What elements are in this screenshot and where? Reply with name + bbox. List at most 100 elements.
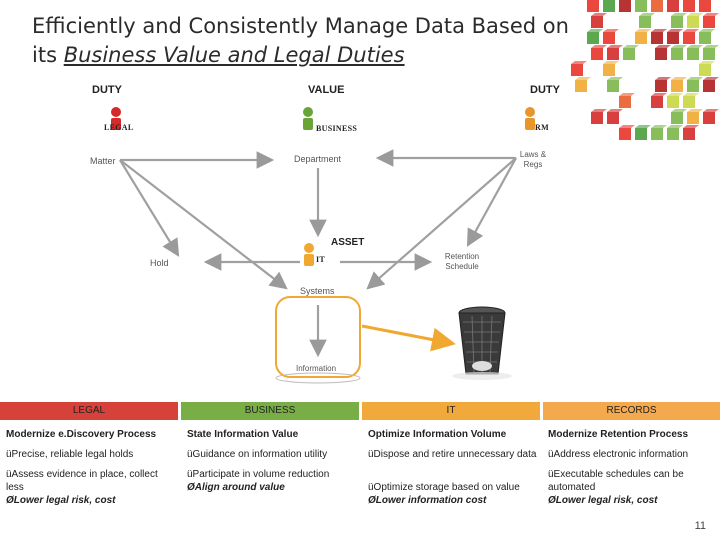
- decorative-cube-top: [671, 13, 687, 16]
- person-business-icon: [303, 107, 313, 130]
- decorative-cube-top: [667, 125, 683, 128]
- person-legal-tag: LEGAL: [104, 123, 134, 132]
- node-asset: ASSET: [331, 237, 365, 248]
- business-title: State Information Value: [187, 429, 299, 440]
- decorative-cube-top: [687, 77, 703, 80]
- decorative-cube-top: [571, 61, 587, 64]
- decorative-cube: [667, 32, 679, 44]
- node-matter: Matter: [90, 156, 116, 166]
- decorative-cube: [655, 80, 667, 92]
- records-title: Modernize Retention Process: [548, 429, 689, 440]
- disposal-arrow: [361, 324, 456, 352]
- bar-it: IT: [362, 402, 540, 420]
- decorative-cube-top: [651, 93, 667, 96]
- decorative-cube-top: [655, 77, 671, 80]
- value-duty-diagram: [111, 107, 535, 384]
- person-rm-icon: [525, 107, 535, 130]
- decorative-cube: [603, 0, 615, 12]
- title-line-1: Efficiently and Consistently Manage Data…: [32, 14, 569, 38]
- business-bullet-3: ØAlign around value: [187, 482, 285, 493]
- decorative-cube: [683, 96, 695, 108]
- person-business-tag: BUSINESS: [316, 124, 358, 133]
- legal-bullet-1: üPrecise, reliable legal holds: [6, 449, 134, 460]
- person-it-icon: [304, 243, 314, 266]
- decorative-cube-top: [591, 45, 607, 48]
- decorative-cube: [699, 0, 711, 12]
- person-legal-icon: [111, 107, 121, 130]
- decorative-cube: [687, 80, 699, 92]
- decorative-cube-top: [607, 77, 623, 80]
- decorative-cube: [667, 128, 679, 140]
- decorative-cube: [703, 80, 715, 92]
- column-business: State Information Value üGuidance on inf…: [187, 428, 359, 494]
- decorative-cube-top: [587, 29, 603, 32]
- decorative-cube: [635, 32, 647, 44]
- slide-title: Efficiently and Consistently Manage Data…: [32, 12, 572, 70]
- node-information: Information: [296, 364, 337, 373]
- decorative-cube-top: [639, 13, 655, 16]
- decorative-cube: [683, 32, 695, 44]
- person-it-tag: IT: [316, 255, 326, 264]
- decorative-cube: [591, 16, 603, 28]
- bar-legal: LEGAL: [0, 402, 178, 420]
- decorative-cube-top: [703, 45, 719, 48]
- decorative-cube-top: [671, 45, 687, 48]
- decorative-cube: [651, 96, 663, 108]
- decorative-cube-top: [651, 29, 667, 32]
- node-systems: Systems: [300, 286, 335, 296]
- decorative-cube: [607, 48, 619, 60]
- decorative-cube: [667, 96, 679, 108]
- it-bullet-3: ØLower information cost: [368, 495, 487, 506]
- decorative-cube-top: [607, 45, 623, 48]
- decorative-cube: [651, 32, 663, 44]
- node-retention-schedule: Retention Schedule: [444, 252, 480, 271]
- decorative-cube: [607, 112, 619, 124]
- connector-laws-systems: [366, 157, 517, 290]
- decorative-cube: [699, 32, 711, 44]
- decorative-cube-top: [603, 61, 619, 64]
- decorative-cube: [623, 48, 635, 60]
- decorative-cube: [703, 48, 715, 60]
- node-laws-regs: Laws & Regs: [519, 150, 547, 169]
- connector-matter-systems: [119, 159, 288, 290]
- bar-records: RECORDS: [543, 402, 720, 420]
- decorative-cube: [603, 32, 615, 44]
- decorative-cube-top: [699, 29, 715, 32]
- decorative-cube: [651, 0, 663, 12]
- title-line-2-prefix: its: [32, 43, 64, 67]
- legal-bullet-2: üAssess evidence in place, collect less: [6, 469, 158, 493]
- decorative-cube-top: [703, 77, 719, 80]
- decorative-cube: [635, 128, 647, 140]
- decorative-cube: [607, 80, 619, 92]
- decorative-cube: [575, 80, 587, 92]
- decorative-cube-top: [623, 45, 639, 48]
- page-number: 11: [694, 520, 706, 532]
- connector-matter-hold: [119, 159, 180, 257]
- decorative-cube: [619, 0, 631, 12]
- decorative-cube: [651, 128, 663, 140]
- decorative-cube: [683, 128, 695, 140]
- decorative-cube: [699, 64, 711, 76]
- decorative-cube: [687, 48, 699, 60]
- legal-title: Modernize e.Discovery Process: [6, 429, 157, 440]
- business-bullet-1: üGuidance on information utility: [187, 449, 328, 460]
- node-hold: Hold: [150, 258, 169, 268]
- decorative-cube-top: [575, 77, 591, 80]
- decorative-cube-top: [619, 93, 635, 96]
- decorative-cube: [671, 112, 683, 124]
- decorative-cube: [687, 112, 699, 124]
- decorative-cube-top: [671, 109, 687, 112]
- decorative-cube: [591, 112, 603, 124]
- decorative-cube-top: [651, 125, 667, 128]
- decorative-cube-top: [635, 29, 651, 32]
- records-bullet-2: üExecutable schedules can be automated: [548, 469, 684, 493]
- decorative-cube: [635, 0, 647, 12]
- it-bullet-1: üDispose and retire unnecessary data: [368, 449, 537, 460]
- decorative-cube-top: [607, 109, 623, 112]
- decorative-cube: [671, 48, 683, 60]
- trash-can-icon: [452, 306, 512, 380]
- decorative-cube-top: [703, 13, 719, 16]
- column-legal: Modernize e.Discovery Process üPrecise, …: [6, 428, 178, 507]
- decorative-cubes-graphic: [571, 0, 719, 140]
- decorative-cube-top: [591, 13, 607, 16]
